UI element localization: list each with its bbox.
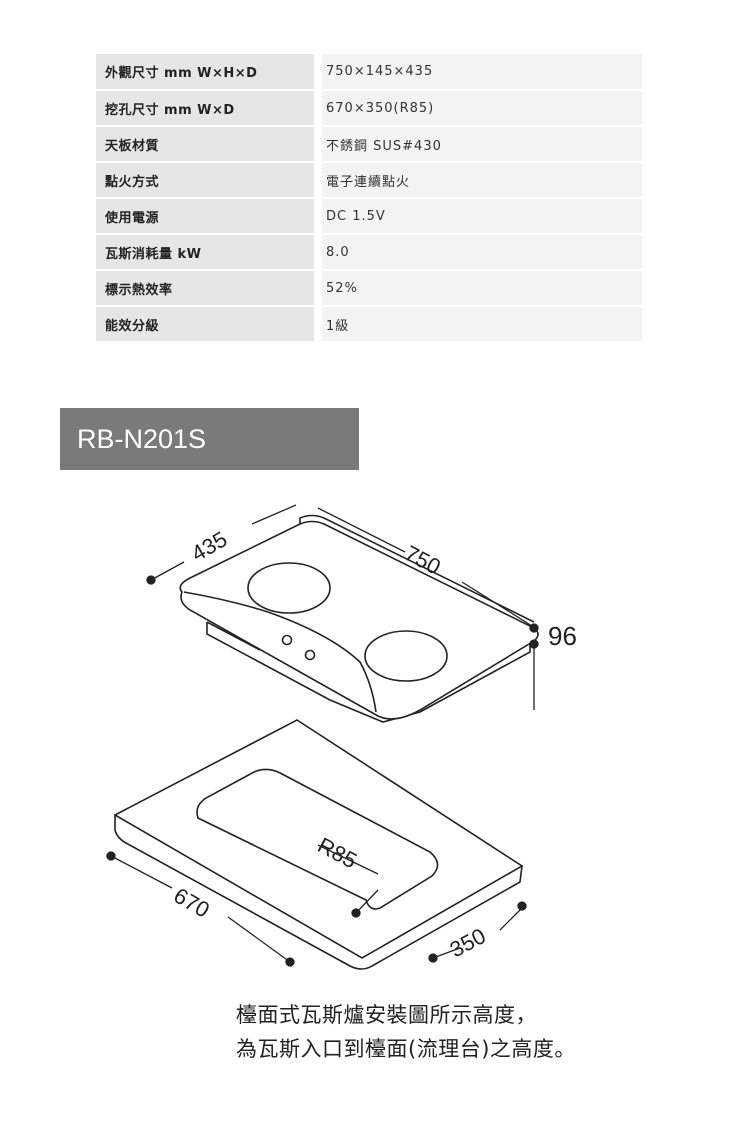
stove-dimension-lines <box>146 504 539 710</box>
stove-drawing <box>179 514 539 723</box>
spec-value: 電子連續點火 <box>322 162 642 199</box>
spec-label: 挖孔尺寸 mm W×D <box>96 90 314 127</box>
spec-label: 天板材質 <box>96 126 314 163</box>
spec-row: 天板材質 不銹鋼 SUS#430 <box>96 126 642 163</box>
spec-value: DC 1.5V <box>322 198 642 235</box>
installation-diagram: 435 750 96 R85 670 350 <box>106 504 577 970</box>
countertop-dimension-lines <box>106 844 527 967</box>
installation-caption: 檯面式瓦斯爐安裝圖所示高度， 為瓦斯入口到檯面(流理台)之高度。 <box>236 998 716 1066</box>
spec-row: 標示熱效率 52% <box>96 270 642 307</box>
spec-label: 瓦斯消耗量 kW <box>96 234 314 271</box>
dim-cutout-depth: 350 <box>446 923 490 962</box>
spec-value: 不銹鋼 SUS#430 <box>322 126 642 163</box>
caption-line-2: 為瓦斯入口到檯面(流理台)之高度。 <box>236 1037 576 1061</box>
spec-label: 能效分級 <box>96 306 314 343</box>
spec-row: 挖孔尺寸 mm W×D 670×350(R85) <box>96 90 642 127</box>
spec-value: 52% <box>322 270 642 307</box>
spec-row: 使用電源 DC 1.5V <box>96 198 642 235</box>
spec-value: 750×145×435 <box>322 54 642 91</box>
spec-row: 能效分級 1級 <box>96 306 642 343</box>
spec-value: 1級 <box>322 306 642 343</box>
spec-row: 點火方式 電子連續點火 <box>96 162 642 199</box>
spec-label: 使用電源 <box>96 198 314 235</box>
dim-cutout-width: 670 <box>170 883 214 923</box>
spec-table: 外觀尺寸 mm W×H×D 750×145×435 挖孔尺寸 mm W×D 67… <box>96 54 642 343</box>
dim-stove-height: 96 <box>548 621 577 651</box>
spec-label: 點火方式 <box>96 162 314 199</box>
caption-line-1: 檯面式瓦斯爐安裝圖所示高度， <box>236 1003 537 1027</box>
spec-value: 670×350(R85) <box>322 90 642 127</box>
spec-label: 標示熱效率 <box>96 270 314 307</box>
model-banner: RB-N201S <box>60 408 359 470</box>
spec-label: 外觀尺寸 mm W×H×D <box>96 54 314 91</box>
spec-row: 瓦斯消耗量 kW 8.0 <box>96 234 642 271</box>
spec-row: 外觀尺寸 mm W×H×D 750×145×435 <box>96 54 642 91</box>
spec-value: 8.0 <box>322 234 642 271</box>
